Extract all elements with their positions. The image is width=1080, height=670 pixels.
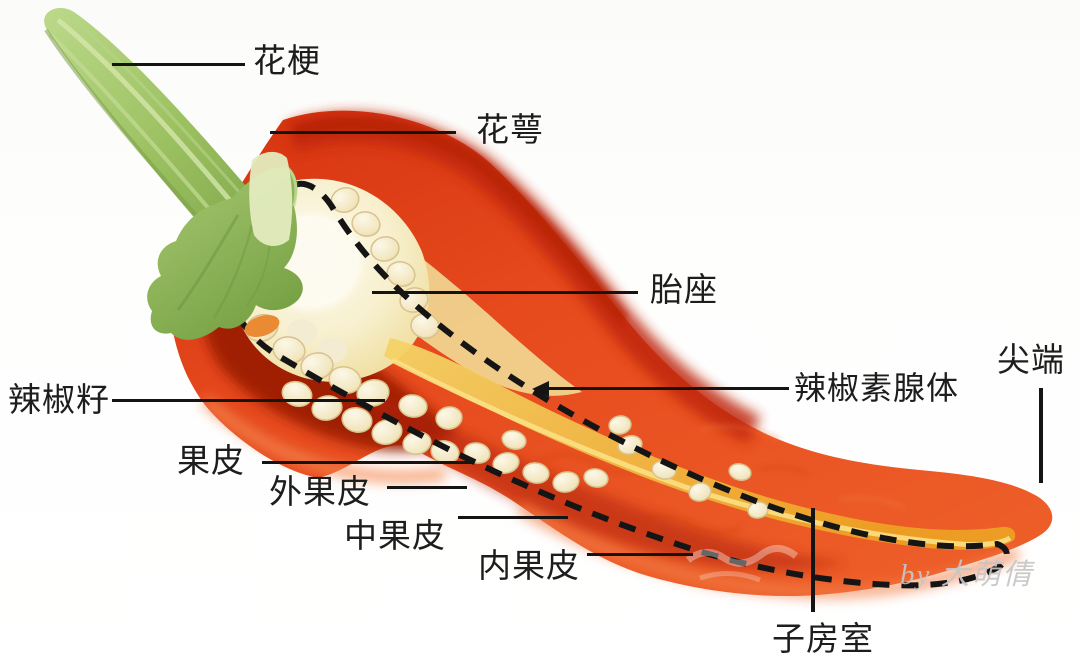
watermark-scrawl	[685, 545, 799, 583]
label-locule: 子房室	[772, 622, 874, 658]
label-capsaicin-gland: 辣椒素腺体	[794, 370, 960, 406]
label-calyx: 花萼	[476, 113, 544, 149]
label-exocarp: 外果皮	[269, 475, 371, 511]
capsaicin-arrow-icon	[532, 381, 549, 397]
capsaicin-streak	[384, 338, 1016, 550]
stem	[44, 7, 262, 248]
label-mesocarp: 中果皮	[344, 519, 446, 555]
leader-line-mesocarp	[458, 516, 568, 519]
label-pedicel: 花梗	[253, 44, 321, 80]
leader-line-placenta	[372, 291, 638, 294]
leader-line-capsaicin	[549, 387, 789, 390]
leader-line-locule	[811, 508, 815, 612]
leader-line-pedicel	[112, 63, 245, 66]
label-endocarp: 内果皮	[478, 549, 580, 585]
label-seeds: 辣椒籽	[8, 383, 110, 419]
leader-line-pericarp	[262, 461, 472, 464]
leader-line-endocarp	[587, 553, 693, 556]
calyx	[147, 151, 303, 340]
leader-line-tip	[1039, 388, 1043, 483]
label-placenta: 胎座	[650, 273, 718, 309]
label-tip: 尖端	[997, 343, 1065, 379]
watermark-text: by 大萌倩	[900, 559, 1034, 591]
leader-line-calyx	[270, 131, 456, 134]
label-pericarp: 果皮	[177, 444, 245, 480]
leader-line-exocarp	[387, 486, 467, 489]
leader-line-seeds	[112, 399, 385, 402]
